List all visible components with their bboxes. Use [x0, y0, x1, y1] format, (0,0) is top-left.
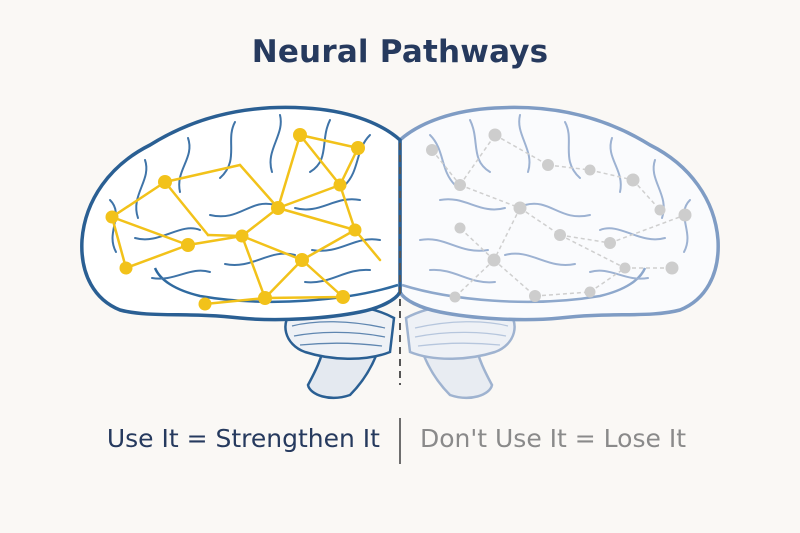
caption-lose-it: Don't Use It = Lose It: [420, 424, 686, 453]
right-hemisphere: [398, 105, 720, 400]
left-hemisphere: [80, 105, 402, 400]
caption-divider: [399, 418, 401, 464]
left-cortex: [80, 105, 402, 322]
page-title: Neural Pathways: [251, 34, 549, 70]
caption-use-it: Use It = Strengthen It: [106, 424, 380, 453]
right-cortex: [398, 105, 720, 322]
